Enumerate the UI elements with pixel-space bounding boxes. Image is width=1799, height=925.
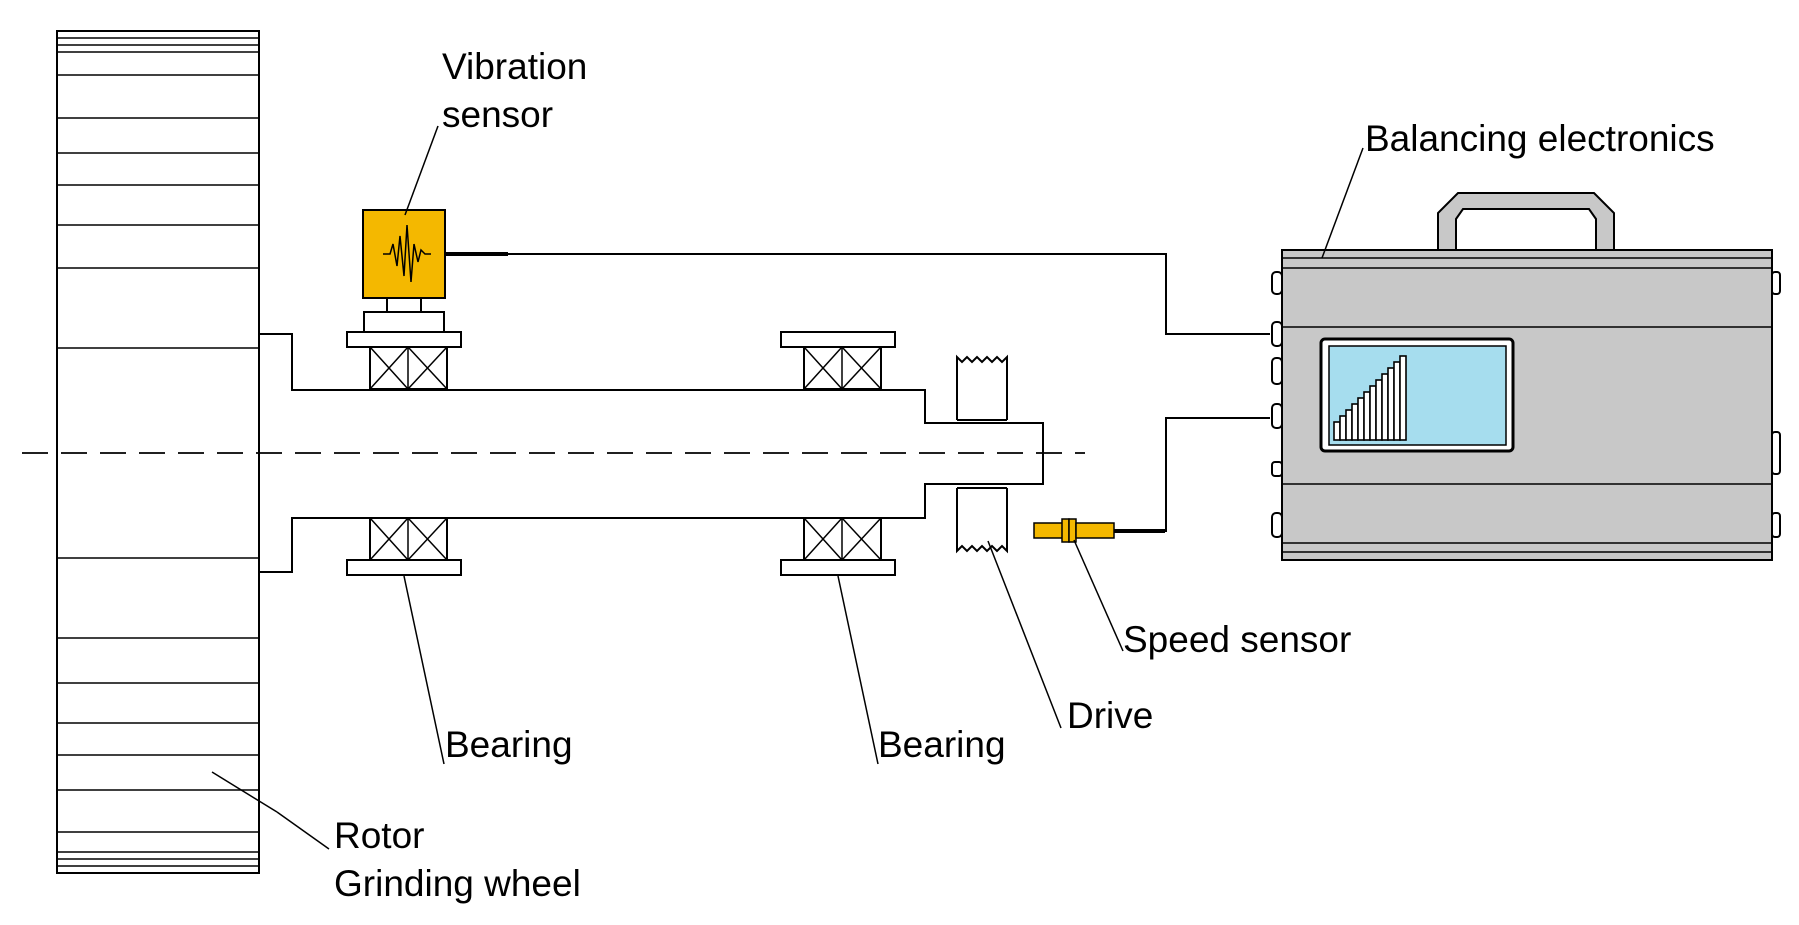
waveform-icon [383,224,431,283]
cables [508,253,1270,532]
bearing-right-bottom [780,517,896,576]
bearing-left-top [346,331,462,390]
label-grinding-wheel: Grinding wheel [334,863,581,904]
label-vibration-sensor-line2: sensor [442,94,553,135]
label-rotor: Rotor [334,815,424,856]
bar-graph-icon [1333,355,1407,441]
speed-sensor [1033,518,1165,543]
label-balancing-electronics: Balancing electronics [1365,118,1715,159]
label-vibration-sensor-line1: Vibration [442,46,587,87]
drive-pulley [956,354,1008,554]
grinding-wheel [56,30,260,874]
label-bearing-left: Bearing [445,724,573,765]
vibration-sensor [362,209,508,333]
bearing-right-top [780,331,896,390]
label-drive: Drive [1067,695,1153,736]
leader-lines [211,125,1364,850]
balancing-electronics [1271,192,1781,561]
label-speed-sensor: Speed sensor [1123,619,1351,660]
handle-icon [1437,192,1615,254]
bearing-left-bottom [346,517,462,576]
label-bearing-right: Bearing [878,724,1006,765]
